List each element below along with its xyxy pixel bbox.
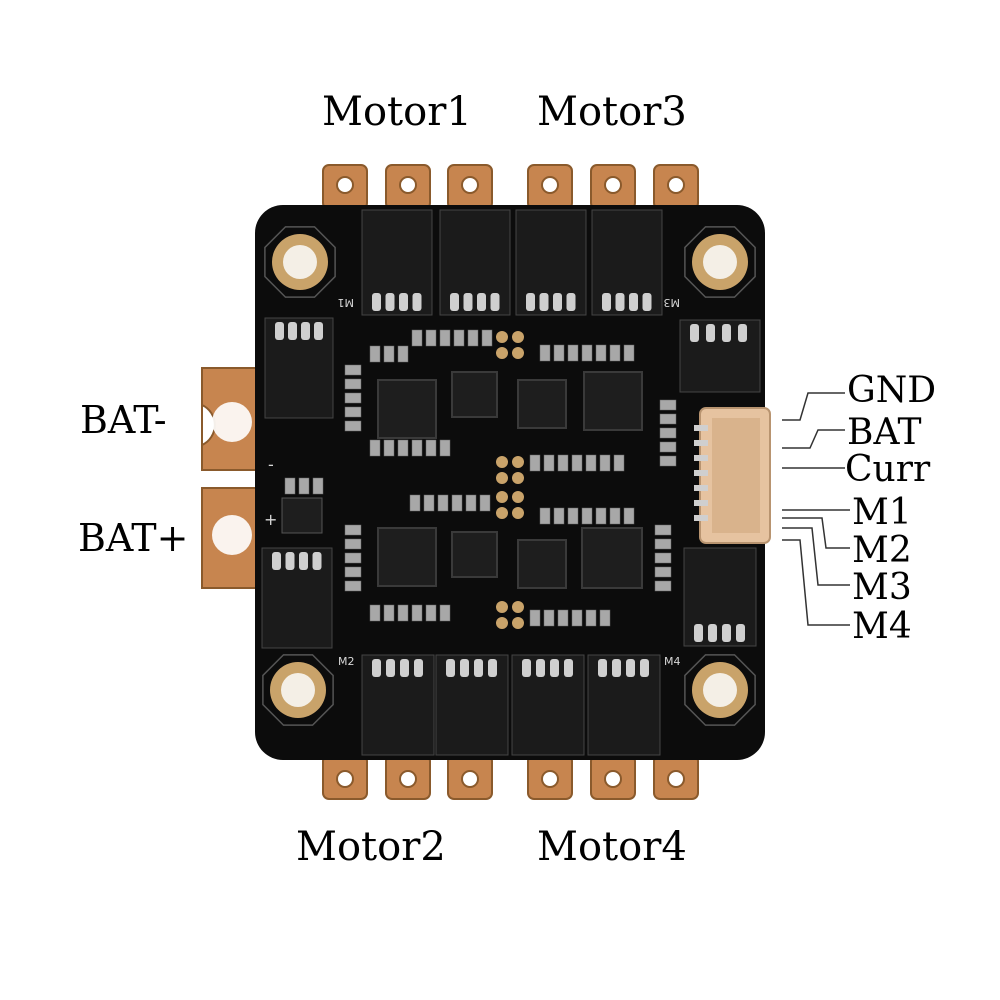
mosfet xyxy=(361,654,435,756)
via-clusters xyxy=(496,331,524,629)
pin-label-m3: M3 xyxy=(852,567,912,608)
motor-pad xyxy=(447,164,493,210)
leader-bat xyxy=(782,429,845,449)
pin-label-gnd: GND xyxy=(847,370,936,411)
mosfet xyxy=(261,547,333,649)
mosfet xyxy=(683,547,757,647)
leader-m4 xyxy=(782,539,850,626)
mosfets xyxy=(261,209,761,756)
motor-pad xyxy=(527,754,573,800)
ic-chip xyxy=(377,527,437,587)
mounting-hole xyxy=(684,226,756,298)
ic-chip xyxy=(451,371,498,418)
motor-pad xyxy=(385,754,431,800)
bottom-motor-pads xyxy=(322,754,699,800)
mounting-hole xyxy=(262,654,334,726)
pin-label-m2: M2 xyxy=(852,530,912,571)
label-bat-minus: BAT- xyxy=(80,398,167,442)
mosfet xyxy=(264,317,334,419)
passives xyxy=(281,329,677,627)
mosfet xyxy=(515,209,587,316)
label-motor3: Motor3 xyxy=(537,89,687,135)
top-motor-pads xyxy=(322,164,699,210)
silk-m2: M2 xyxy=(338,655,355,668)
motor-pad xyxy=(653,754,699,800)
silk-m4: M4 xyxy=(664,655,681,668)
mounting-holes xyxy=(262,226,756,726)
ic-chip xyxy=(583,371,643,431)
motor-pad xyxy=(322,164,368,210)
pin-label-m4: M4 xyxy=(852,606,912,647)
silk-m3: M3 xyxy=(664,296,681,309)
leader-m2 xyxy=(782,517,850,549)
pin-label-m1: M1 xyxy=(852,492,912,533)
motor-pad xyxy=(590,164,636,210)
silk-m1: M1 xyxy=(338,296,355,309)
motor-pad xyxy=(590,754,636,800)
ic-chip xyxy=(581,527,643,589)
mosfet xyxy=(587,654,661,756)
leader-gnd xyxy=(782,392,845,421)
leader-m3 xyxy=(782,527,850,586)
mosfet xyxy=(511,654,585,756)
mounting-hole xyxy=(264,226,336,298)
ic-chip xyxy=(451,531,498,578)
silk-minus: - xyxy=(268,455,274,474)
ic-chip xyxy=(517,539,567,589)
mounting-hole xyxy=(684,654,756,726)
controller-chips xyxy=(377,371,643,589)
mosfet xyxy=(435,654,509,756)
mosfet xyxy=(591,209,663,316)
pin-label-bat: BAT xyxy=(847,412,922,453)
pin-leader-lines xyxy=(782,392,850,626)
mosfet xyxy=(679,319,761,393)
battery-tabs xyxy=(201,367,263,589)
pcb-board xyxy=(255,205,765,760)
silk-plus: + xyxy=(264,510,277,529)
label-motor2: Motor2 xyxy=(296,824,446,870)
mosfet xyxy=(361,209,433,316)
motor-pad xyxy=(322,754,368,800)
motor-pad xyxy=(653,164,699,210)
label-bat-plus: BAT+ xyxy=(78,516,188,560)
label-motor4: Motor4 xyxy=(537,824,687,870)
motor-pad xyxy=(385,164,431,210)
label-motor1: Motor1 xyxy=(322,89,472,135)
signal-connector xyxy=(694,407,771,544)
motor-pad xyxy=(527,164,573,210)
ic-chip xyxy=(377,379,437,439)
ic-chip xyxy=(517,379,567,429)
motor-pad xyxy=(447,754,493,800)
mosfet xyxy=(439,209,511,316)
pin-label-curr: Curr xyxy=(845,449,931,490)
